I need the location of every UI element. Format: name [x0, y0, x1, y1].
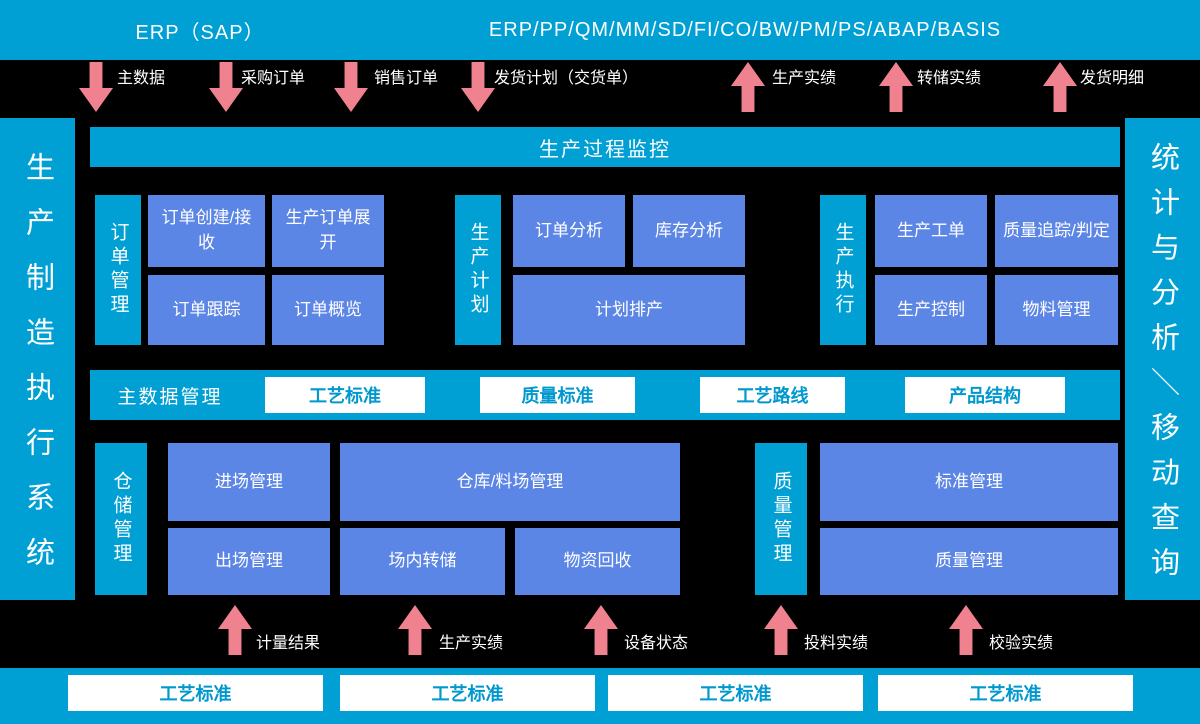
- up-arrow-icon: [764, 605, 798, 655]
- module-box: 库存分析: [633, 195, 745, 267]
- up-arrow-icon: [1043, 62, 1077, 112]
- flow-label-up: 转储实绩: [917, 70, 982, 87]
- flow-label-bottom: 设备状态: [624, 635, 689, 652]
- module-box: 订单跟踪: [148, 275, 265, 345]
- up-arrow-icon: [731, 62, 765, 112]
- module-box: 生产控制: [875, 275, 987, 345]
- footer-item: 工艺标准: [878, 675, 1133, 711]
- module-box: 订单分析: [513, 195, 625, 267]
- module-box: 物资回收: [515, 528, 680, 595]
- down-arrow-icon: [461, 62, 495, 112]
- masterdata-item: 质量标准: [480, 377, 635, 413]
- flow-label-bottom: 投料实绩: [804, 635, 869, 652]
- monitor-bar: 生产过程监控: [90, 127, 1120, 167]
- up-arrow-icon: [398, 605, 432, 655]
- group-label-warehouse-management: 仓储管理: [95, 443, 147, 595]
- masterdata-item: 产品结构: [905, 377, 1065, 413]
- flow-label-up: 发货明细: [1080, 70, 1145, 87]
- flow-label-down: 主数据: [117, 70, 166, 87]
- module-box: 订单创建/接收: [148, 195, 265, 267]
- flow-label-down: 销售订单: [374, 70, 439, 87]
- group-label-order-management: 订单管理: [95, 195, 141, 345]
- left-sidebar-mes: 生产制造执行系统: [0, 118, 75, 600]
- footer-item: 工艺标准: [608, 675, 863, 711]
- flow-label-bottom: 生产实绩: [439, 635, 504, 652]
- up-arrow-icon: [879, 62, 913, 112]
- down-arrow-icon: [79, 62, 113, 112]
- module-box: 订单概览: [272, 275, 384, 345]
- module-box: 标准管理: [820, 443, 1118, 521]
- masterdata-item: 工艺标准: [265, 377, 425, 413]
- masterdata-item: 工艺路线: [700, 377, 845, 413]
- flow-label-up: 生产实绩: [772, 70, 837, 87]
- module-box: 质量追踪/判定: [995, 195, 1118, 267]
- footer-item: 工艺标准: [340, 675, 595, 711]
- erp-header-bar: [0, 0, 1200, 60]
- up-arrow-icon: [584, 605, 618, 655]
- module-box: 生产工单: [875, 195, 987, 267]
- module-box: 质量管理: [820, 528, 1118, 595]
- erp-sap-label: ERP（SAP）: [135, 21, 265, 44]
- module-box: 生产订单展开: [272, 195, 384, 267]
- module-box: 仓库/料场管理: [340, 443, 680, 521]
- module-box: 场内转储: [340, 528, 505, 595]
- footer-item: 工艺标准: [68, 675, 323, 711]
- up-arrow-icon: [949, 605, 983, 655]
- module-box: 物料管理: [995, 275, 1118, 345]
- down-arrow-icon: [209, 62, 243, 112]
- down-arrow-icon: [334, 62, 368, 112]
- group-label-production-planning: 生产计划: [455, 195, 501, 345]
- flow-label-down: 发货计划（交货单）: [494, 70, 639, 87]
- flow-label-bottom: 校验实绩: [989, 635, 1054, 652]
- module-box: 计划排产: [513, 275, 745, 345]
- right-sidebar-statistics: 统计与分析＼移动查询: [1125, 118, 1200, 600]
- flow-label-bottom: 计量结果: [256, 635, 321, 652]
- module-box: 进场管理: [168, 443, 330, 521]
- group-label-production-execution: 生产执行: [820, 195, 866, 345]
- erp-modules-label: ERP/PP/QM/MM/SD/FI/CO/BW/PM/PS/ABAP/BASI…: [488, 18, 1002, 41]
- up-arrow-icon: [218, 605, 252, 655]
- masterdata-label: 主数据管理: [117, 386, 223, 408]
- module-box: 出场管理: [168, 528, 330, 595]
- group-label-quality-management: 质量管理: [755, 443, 807, 595]
- flow-label-down: 采购订单: [241, 70, 306, 87]
